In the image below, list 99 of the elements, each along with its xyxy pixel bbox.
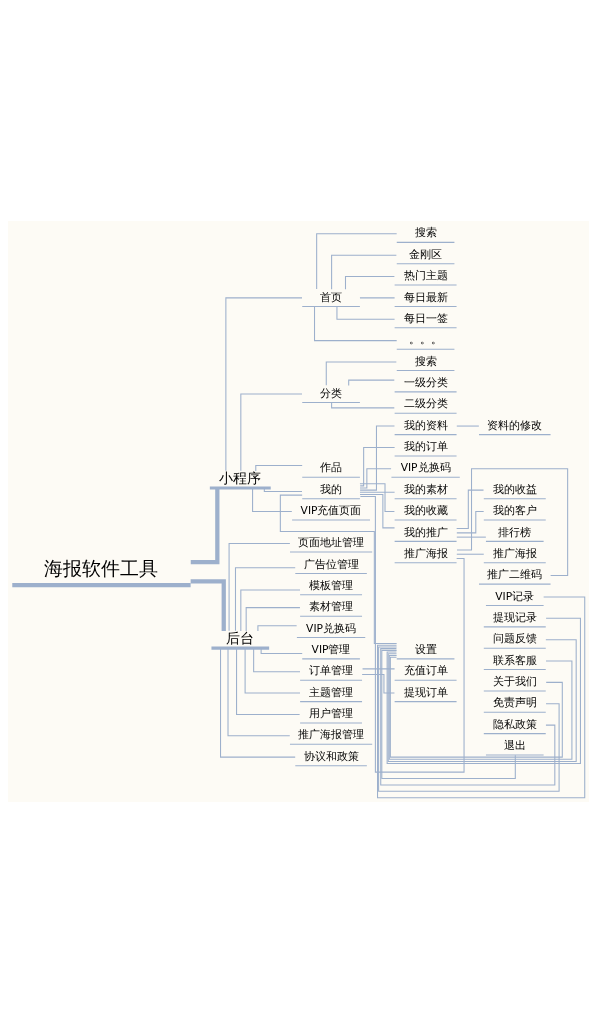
connector <box>227 647 291 736</box>
connector <box>359 446 396 486</box>
connector <box>456 536 487 538</box>
node-text: 推广海报管理 <box>298 727 365 741</box>
node-text: 一级分类 <box>403 375 448 389</box>
node-text: 小程序 <box>219 469 262 486</box>
connector <box>362 667 396 669</box>
connector <box>220 647 296 758</box>
connector <box>316 232 398 290</box>
connector <box>255 464 303 471</box>
connector <box>260 647 303 654</box>
node-text: 免责声明 <box>492 695 537 709</box>
node-text: 广告位管理 <box>303 557 359 571</box>
node-text: 用户管理 <box>309 706 354 720</box>
node-text: 作品 <box>320 460 343 474</box>
connector <box>377 595 586 798</box>
connector <box>456 467 569 576</box>
connector <box>190 578 226 631</box>
node-text: 设置 <box>414 642 437 656</box>
node-text: 每日最新 <box>403 290 448 304</box>
node-text: VIP兑换码 <box>400 460 451 474</box>
node-text: 。。。 <box>409 332 443 346</box>
node-text: 提现记录 <box>492 610 537 624</box>
connector <box>279 494 398 644</box>
connector <box>359 495 465 773</box>
connector <box>348 379 395 386</box>
node-text: 金刚区 <box>409 247 443 261</box>
node-text: 资料的修改 <box>487 418 543 432</box>
connector <box>190 487 220 564</box>
connector <box>344 275 395 290</box>
node-text: 主题管理 <box>309 685 354 699</box>
node-text: 海报软件工具 <box>44 556 159 580</box>
node-text: 我的订单 <box>403 439 448 453</box>
node-text: 订单管理 <box>309 663 354 677</box>
node-text: 隐私政策 <box>492 717 537 731</box>
connector <box>456 425 480 427</box>
node-text: 我的素材 <box>403 482 448 496</box>
node-text: 充值订单 <box>403 663 448 677</box>
connector <box>236 647 301 715</box>
connector <box>359 296 396 298</box>
connector <box>361 673 395 694</box>
node-text: 推广二维码 <box>487 567 543 581</box>
connector <box>359 425 395 491</box>
connector <box>359 493 396 528</box>
connector <box>325 360 397 386</box>
connector <box>253 647 301 672</box>
connector <box>244 647 301 694</box>
node-text: 页面地址管理 <box>298 535 365 549</box>
node-text: 搜索 <box>414 225 437 239</box>
node-text: 关于我们 <box>492 674 537 688</box>
node-text: 后台 <box>226 629 255 646</box>
connector <box>381 649 516 779</box>
connector <box>336 305 396 320</box>
node-text: 搜索 <box>414 354 437 368</box>
connector <box>386 617 581 764</box>
node-text: 二级分类 <box>403 396 448 410</box>
connector <box>225 296 303 471</box>
node-text: 我的 <box>320 482 343 496</box>
connector <box>240 588 301 632</box>
connector <box>387 638 577 762</box>
node-text: 我的资料 <box>403 418 448 432</box>
node-text: 分类 <box>320 386 343 400</box>
connector <box>456 510 485 533</box>
node-text: 首页 <box>320 290 343 304</box>
node-text: 联系客服 <box>492 653 537 667</box>
connector <box>314 305 398 341</box>
connector <box>245 606 301 631</box>
node-text: 我的收藏 <box>403 503 448 517</box>
node-text: 我的推广 <box>403 525 448 539</box>
connector <box>252 487 293 512</box>
node-text: 我的客户 <box>492 503 537 517</box>
connector <box>228 542 291 631</box>
connector <box>359 482 395 512</box>
connector <box>456 489 485 529</box>
node-text: 推广海报 <box>492 546 537 560</box>
connector <box>263 487 303 492</box>
node-text: VIP充值页面 <box>300 503 362 517</box>
node-text: VIP兑换码 <box>306 621 357 635</box>
node-text: 热门主题 <box>403 268 448 282</box>
node-text: VIP记录 <box>495 589 535 603</box>
connector <box>240 393 303 471</box>
connector <box>331 401 395 408</box>
node-text: 退出 <box>503 738 526 752</box>
node-text: 排行榜 <box>498 525 532 539</box>
node-text: VIP管理 <box>311 642 351 656</box>
connector <box>359 491 396 493</box>
connector <box>234 566 296 631</box>
connector <box>456 553 485 555</box>
node-text: 推广海报 <box>403 546 448 560</box>
node-text: 素材管理 <box>309 599 354 613</box>
connector <box>257 624 298 632</box>
node-text: 问题反馈 <box>492 631 537 645</box>
node-text: 提现订单 <box>403 685 448 699</box>
connector <box>331 254 397 290</box>
node-text: 我的收益 <box>492 482 537 496</box>
connector <box>359 467 392 489</box>
node-text: 协议和政策 <box>303 749 359 763</box>
node-text: 模板管理 <box>309 578 354 592</box>
node-text: 每日一签 <box>403 311 448 325</box>
